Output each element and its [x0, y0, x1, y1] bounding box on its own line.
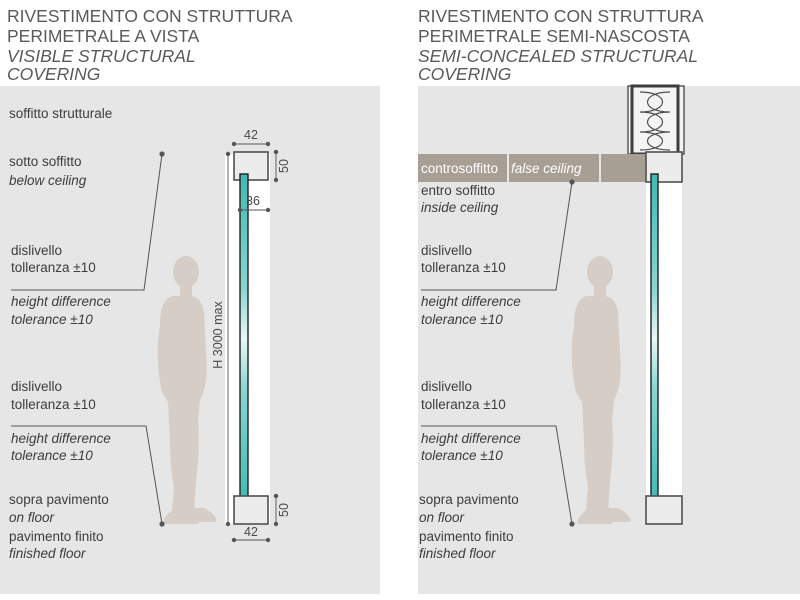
left-dim-bottom-width: 42: [244, 525, 258, 539]
left-top-profile: [233, 151, 269, 181]
right-insulation-wave-b: [647, 91, 671, 151]
left-dim-glass: 36: [246, 194, 260, 208]
right-leader-top: [421, 181, 573, 291]
right-label-tolerance-bottom: tolerance ±10: [421, 448, 503, 463]
right-bottom-profile: [645, 495, 683, 525]
left-bottom-profile: [233, 495, 269, 525]
right-floor-band: [418, 524, 800, 594]
left-label-tolleranza-top: tolleranza ±10: [11, 260, 96, 275]
left-title-line1: RIVESTIMENTO CON STRUTTURA: [7, 6, 293, 26]
left-label-pavimento-finito: pavimento finito: [9, 529, 104, 544]
left-dim-height-dot-b: [225, 521, 231, 527]
left-dim-bottom-height-dot-b: [273, 521, 279, 527]
right-title-line1: RIVESTIMENTO CON STRUTTURA: [418, 6, 704, 26]
left-title-en-line2: COVERING: [7, 64, 100, 84]
left-glass-panel: [239, 173, 249, 505]
right-false-ceiling-band: [418, 154, 646, 182]
right-label-sopra-pavimento: sopra pavimento: [419, 492, 519, 507]
left-label-tolerance-top: tolerance ±10: [11, 312, 93, 327]
right-title-en-line2: COVERING: [418, 64, 511, 84]
right-leader-bottom-dot: [569, 521, 575, 527]
right-label-tolerance-top: tolerance ±10: [421, 312, 503, 327]
left-leader-top-dot: [159, 151, 165, 157]
left-dim-height: H 3000 max: [211, 301, 225, 369]
right-label-finished-floor: finished floor: [419, 546, 496, 561]
right-label-entro-soffitto: entro soffitto: [421, 183, 495, 198]
left-leader-bottom-dot: [159, 521, 165, 527]
right-label-dislivello-bottom: dislivello: [421, 379, 472, 394]
right-leader-top-dot: [569, 179, 575, 185]
right-label-inside-ceiling: inside ceiling: [421, 200, 499, 215]
left-dim-glass-dot-b: [265, 207, 271, 213]
left-label-below-ceiling: below ceiling: [9, 173, 87, 188]
left-floor-band: [0, 524, 380, 594]
left-title-en-line1: VISIBLE STRUCTURAL: [7, 46, 196, 66]
right-title-line2: PERIMETRALE SEMI-NASCOSTA: [418, 26, 690, 46]
left-label-tolerance-bottom: tolerance ±10: [11, 448, 93, 463]
left-label-height-diff-bottom: height difference: [11, 431, 111, 446]
right-right-band: [682, 154, 800, 524]
right-panel: RIVESTIMENTO CON STRUTTURA PERIMETRALE S…: [418, 6, 800, 594]
left-panel: RIVESTIMENTO CON STRUTTURA PERIMETRALE A…: [0, 6, 380, 594]
right-label-height-diff-top: height difference: [421, 294, 521, 309]
left-label-on-floor: on floor: [9, 510, 55, 525]
right-label-pavimento-finito: pavimento finito: [419, 529, 514, 544]
left-label-dislivello-bottom: dislivello: [11, 379, 62, 394]
right-glass-panel: [650, 173, 659, 505]
left-dim-top-width: 42: [244, 128, 258, 142]
right-label-false-ceiling: false ceiling: [511, 161, 582, 176]
left-dim-bottom-width-dot-a: [231, 537, 237, 543]
left-dim-height-dot-a: [225, 151, 231, 157]
right-label-tolleranza-bottom: tolleranza ±10: [421, 397, 506, 412]
right-label-controsoffitto: controsoffitto: [421, 161, 498, 176]
right-insulation-wave-a: [639, 91, 663, 151]
left-label-dislivello-top: dislivello: [11, 243, 62, 258]
left-dim-top-height-dot-b: [273, 177, 279, 183]
left-label-sopra-pavimento: sopra pavimento: [9, 492, 109, 507]
left-dim-top-width-dot-b: [265, 141, 271, 147]
right-label-height-diff-bottom: height difference: [421, 431, 521, 446]
right-insulation-block: [627, 85, 685, 155]
left-label-sotto-soffitto: sotto soffitto: [9, 154, 82, 169]
left-label-finished-floor: finished floor: [9, 546, 86, 561]
right-title-en-line1: SEMI-CONCEALED STRUCTURAL: [418, 46, 698, 66]
left-label-height-diff-top: height difference: [11, 294, 111, 309]
left-label-soffitto: soffitto strutturale: [9, 106, 112, 121]
left-right-band: [270, 154, 380, 524]
left-dim-bottom-height-dot-a: [273, 493, 279, 499]
left-dim-top-width-dot-a: [231, 141, 237, 147]
left-structural-ceiling-band: [0, 86, 380, 154]
left-dim-glass-dot-a: [237, 207, 243, 213]
right-leader-bottom: [421, 425, 573, 525]
left-label-tolleranza-bottom: tolleranza ±10: [11, 397, 96, 412]
right-structural-ceiling-band: [418, 86, 800, 154]
right-label-dislivello-top: dislivello: [421, 243, 472, 258]
left-title-line2: PERIMETRALE A VISTA: [7, 26, 200, 46]
left-leader-bottom: [11, 425, 163, 525]
left-dim-top-height: 50: [277, 159, 291, 173]
left-dim-bottom-height: 50: [277, 503, 291, 517]
right-label-tolleranza-top: tolleranza ±10: [421, 260, 506, 275]
left-leader-top: [11, 153, 163, 291]
right-label-on-floor: on floor: [419, 510, 465, 525]
left-dim-bottom-width-dot-b: [265, 537, 271, 543]
left-dim-top-height-dot-a: [273, 149, 279, 155]
